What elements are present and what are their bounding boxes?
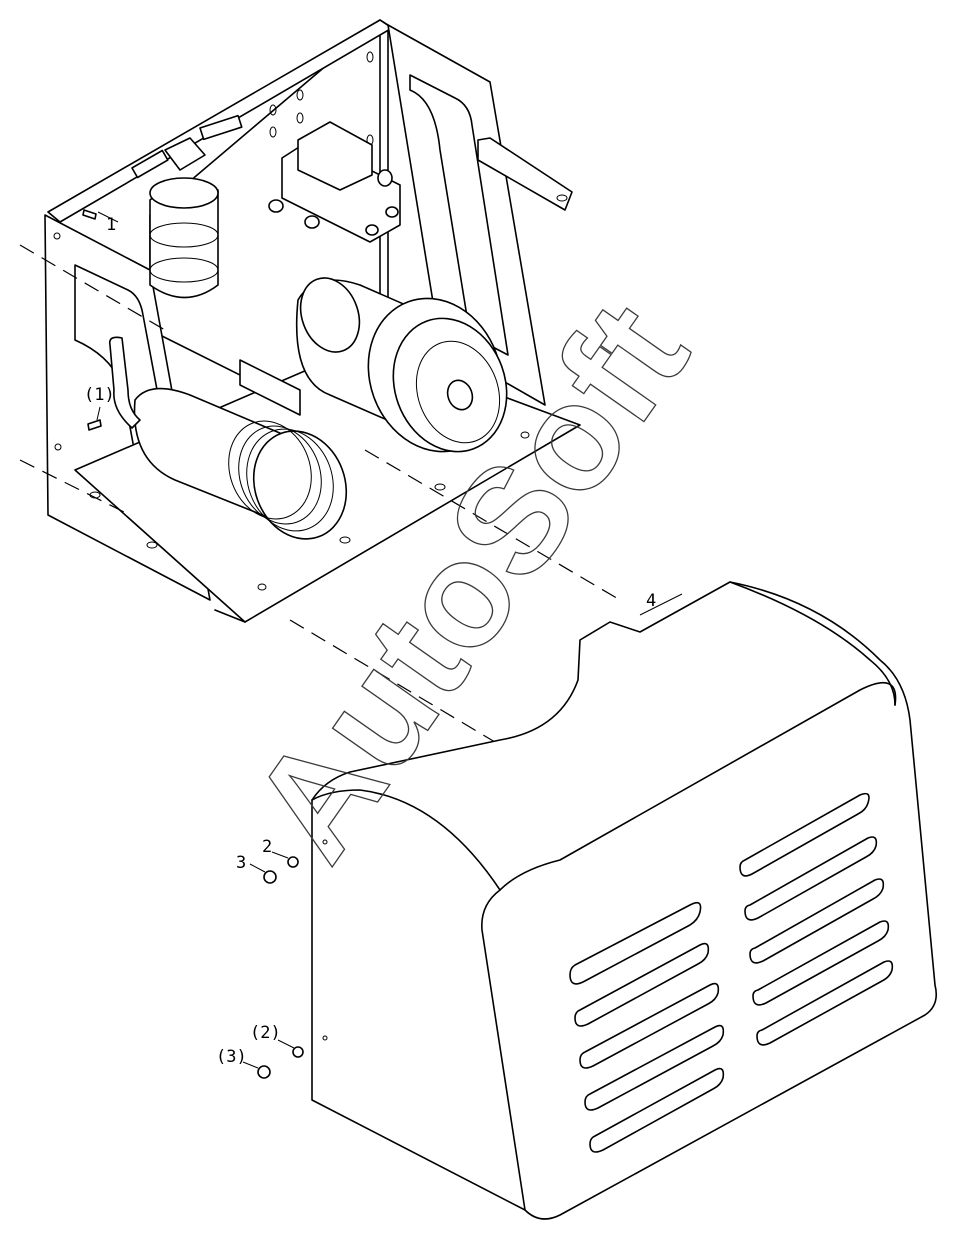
- vent-slots-left: [569, 901, 725, 1153]
- hardware: [82, 209, 328, 1079]
- callouts: 1 (1) 2 3 (2) (3) 4: [84, 215, 656, 1067]
- callout-1: 1: [106, 215, 116, 235]
- callout-1-ref: (1): [84, 385, 115, 405]
- callout-3-ref: (3): [216, 1047, 247, 1067]
- callout-2: 2: [262, 837, 272, 857]
- callout-2-ref: (2): [250, 1023, 281, 1043]
- lower-compressor: [108, 336, 348, 540]
- callout-4: 4: [646, 591, 656, 611]
- compressor: [295, 277, 508, 453]
- receiver-drier: [131, 114, 243, 299]
- valve-block: [268, 121, 401, 243]
- cover-assembly: [311, 581, 938, 1220]
- callout-3: 3: [236, 853, 246, 873]
- vent-slots-right: [739, 792, 894, 1046]
- assembly-lines: [19, 244, 683, 746]
